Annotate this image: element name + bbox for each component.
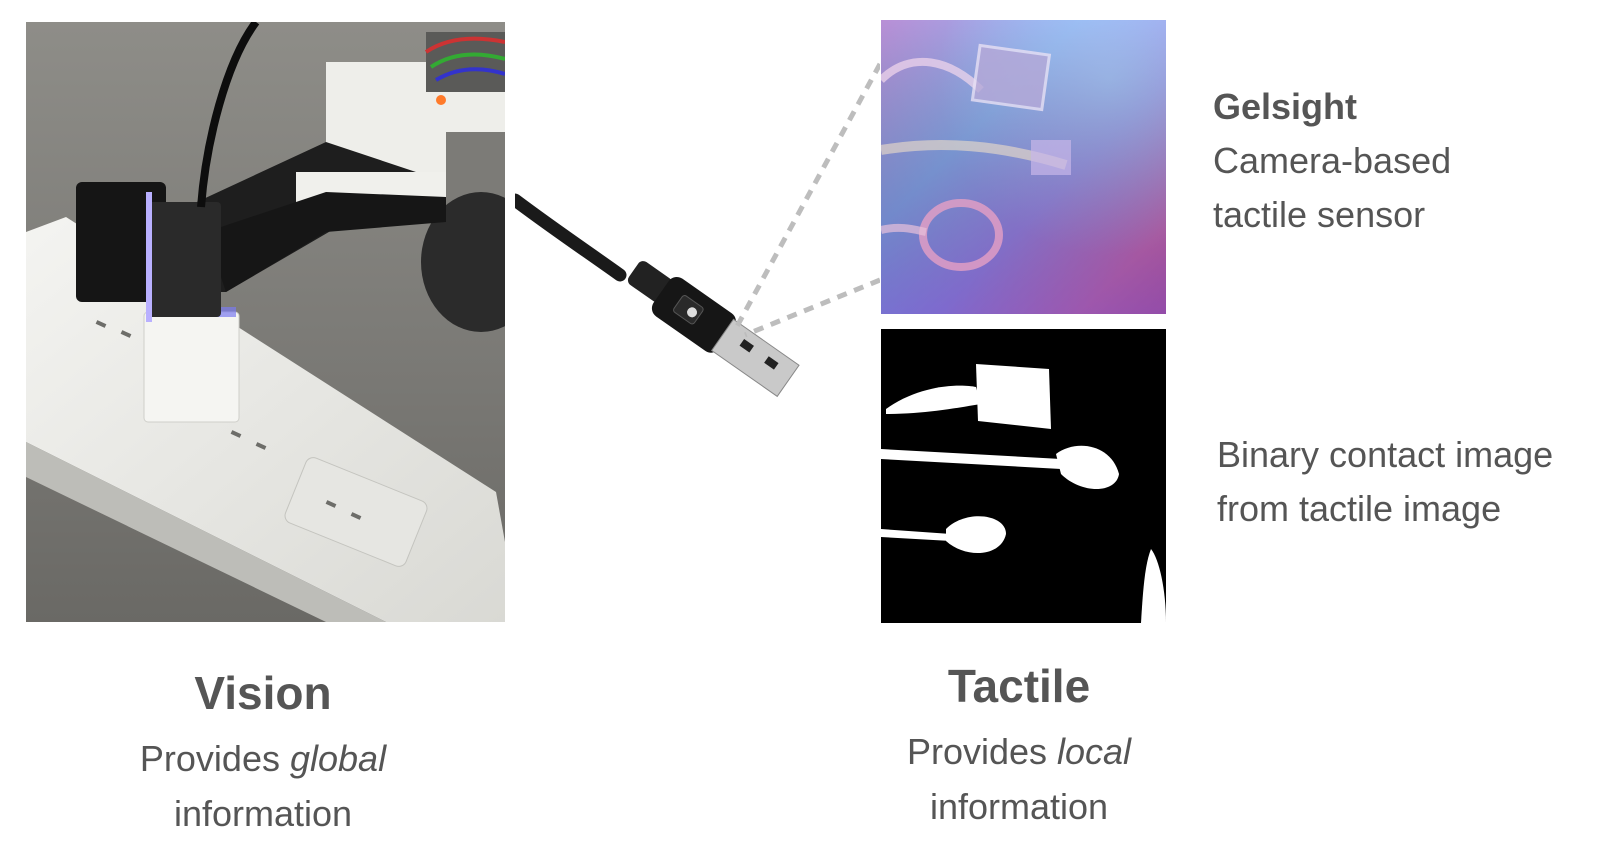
- vision-sub-emph: global: [289, 738, 387, 779]
- dashed-connector-lines: [700, 40, 880, 360]
- gelsight-line1: Camera-based: [1213, 140, 1452, 181]
- vision-title: Vision: [194, 667, 332, 719]
- gelsight-name: Gelsight: [1213, 86, 1358, 127]
- vision-sub-suffix: information: [173, 793, 353, 834]
- tactile-sub-suffix: information: [929, 786, 1109, 827]
- tactile-sub-prefix: Provides: [906, 731, 1058, 772]
- tactile-sub-emph: local: [1057, 731, 1132, 772]
- binary-contact-image: [881, 329, 1166, 623]
- gelsight-tactile-image: [881, 20, 1166, 314]
- usb-cable-image: [515, 190, 815, 450]
- binary-line2: from tactile image: [1217, 488, 1502, 529]
- vision-caption: Provides global information: [83, 731, 443, 841]
- gelsight-description: Gelsight Camera-based tactile sensor: [1213, 80, 1451, 242]
- tactile-title: Tactile: [947, 660, 1091, 712]
- binary-description: Binary contact image from tactile image: [1217, 428, 1553, 536]
- vision-photo: [26, 22, 505, 622]
- gelsight-line2: tactile sensor: [1213, 194, 1426, 235]
- tactile-caption: Provides local information: [839, 724, 1199, 834]
- binary-line1: Binary contact image: [1217, 434, 1554, 475]
- vision-sub-prefix: Provides: [139, 738, 290, 779]
